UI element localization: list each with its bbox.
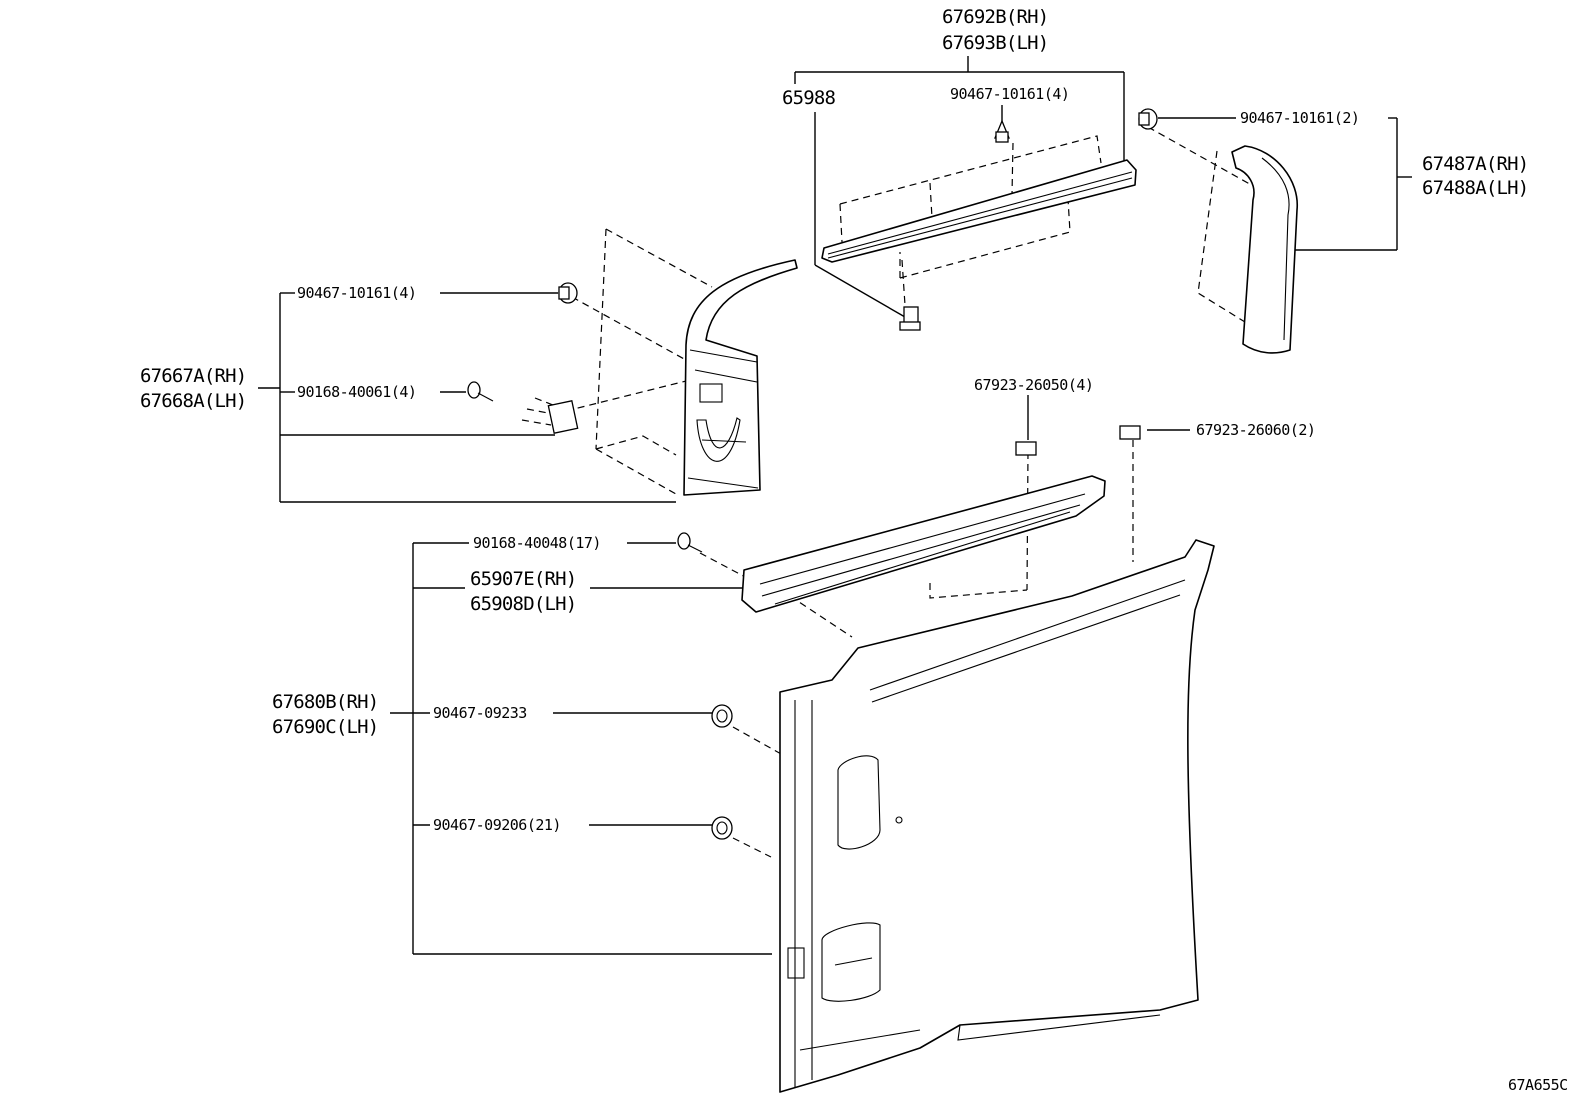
retainer-icon — [558, 282, 578, 304]
retainer-icon — [1138, 108, 1158, 130]
screw-icon — [467, 381, 494, 402]
label-67692B: 67692B(RH) — [942, 6, 1048, 28]
push-clip-icon — [899, 306, 921, 331]
label-67690C: 67690C(LH) — [272, 716, 378, 738]
lower-side-rail — [741, 475, 1106, 613]
label-67487A: 67487A(RH) — [1422, 153, 1528, 175]
label-90168-40061: 90168-40061(4) — [297, 383, 416, 401]
retainer-icon — [711, 816, 733, 840]
label-65988: 65988 — [782, 87, 836, 109]
label-67488A: 67488A(LH) — [1422, 177, 1528, 199]
label-67667A: 67667A(RH) — [140, 365, 246, 387]
label-67923-26060: 67923-26060(2) — [1196, 421, 1315, 439]
label-65907E: 65907E(RH) — [470, 568, 576, 590]
label-90467-10161-2: 90467-10161(2) — [1240, 109, 1359, 127]
back-pillar-trim — [1231, 145, 1298, 354]
retainer-icon — [1015, 441, 1037, 456]
label-65908D: 65908D(LH) — [470, 593, 576, 615]
label-67693B: 67693B(LH) — [942, 32, 1048, 54]
label-90168-40048: 90168-40048(17) — [473, 534, 601, 552]
label-90467-09206: 90467-09206(21) — [433, 816, 561, 834]
label-67923-26050: 67923-26050(4) — [974, 376, 1093, 394]
retainer-icon — [1119, 425, 1141, 440]
leader-lines — [258, 56, 1412, 955]
screw-icon — [677, 532, 703, 553]
label-67668A: 67668A(LH) — [140, 390, 246, 412]
label-90467-10161-top: 90467-10161(4) — [950, 85, 1069, 103]
roof-side-rail — [821, 159, 1137, 263]
retainer-icon — [547, 400, 579, 434]
quarter-trim-panel — [779, 539, 1215, 1093]
fasteners — [467, 108, 1158, 840]
push-clip-icon — [994, 119, 1010, 143]
quarter-pillar-trim — [683, 259, 798, 496]
retainer-icon — [711, 704, 733, 728]
diagram-id: 67A655C — [1508, 1076, 1568, 1094]
part-labels: 67692B(RH) 67693B(LH) 65988 90467-10161(… — [140, 6, 1568, 1094]
label-90467-09233: 90467-09233 — [433, 704, 527, 722]
label-67680B: 67680B(RH) — [272, 691, 378, 713]
label-90467-10161-left: 90467-10161(4) — [297, 284, 416, 302]
